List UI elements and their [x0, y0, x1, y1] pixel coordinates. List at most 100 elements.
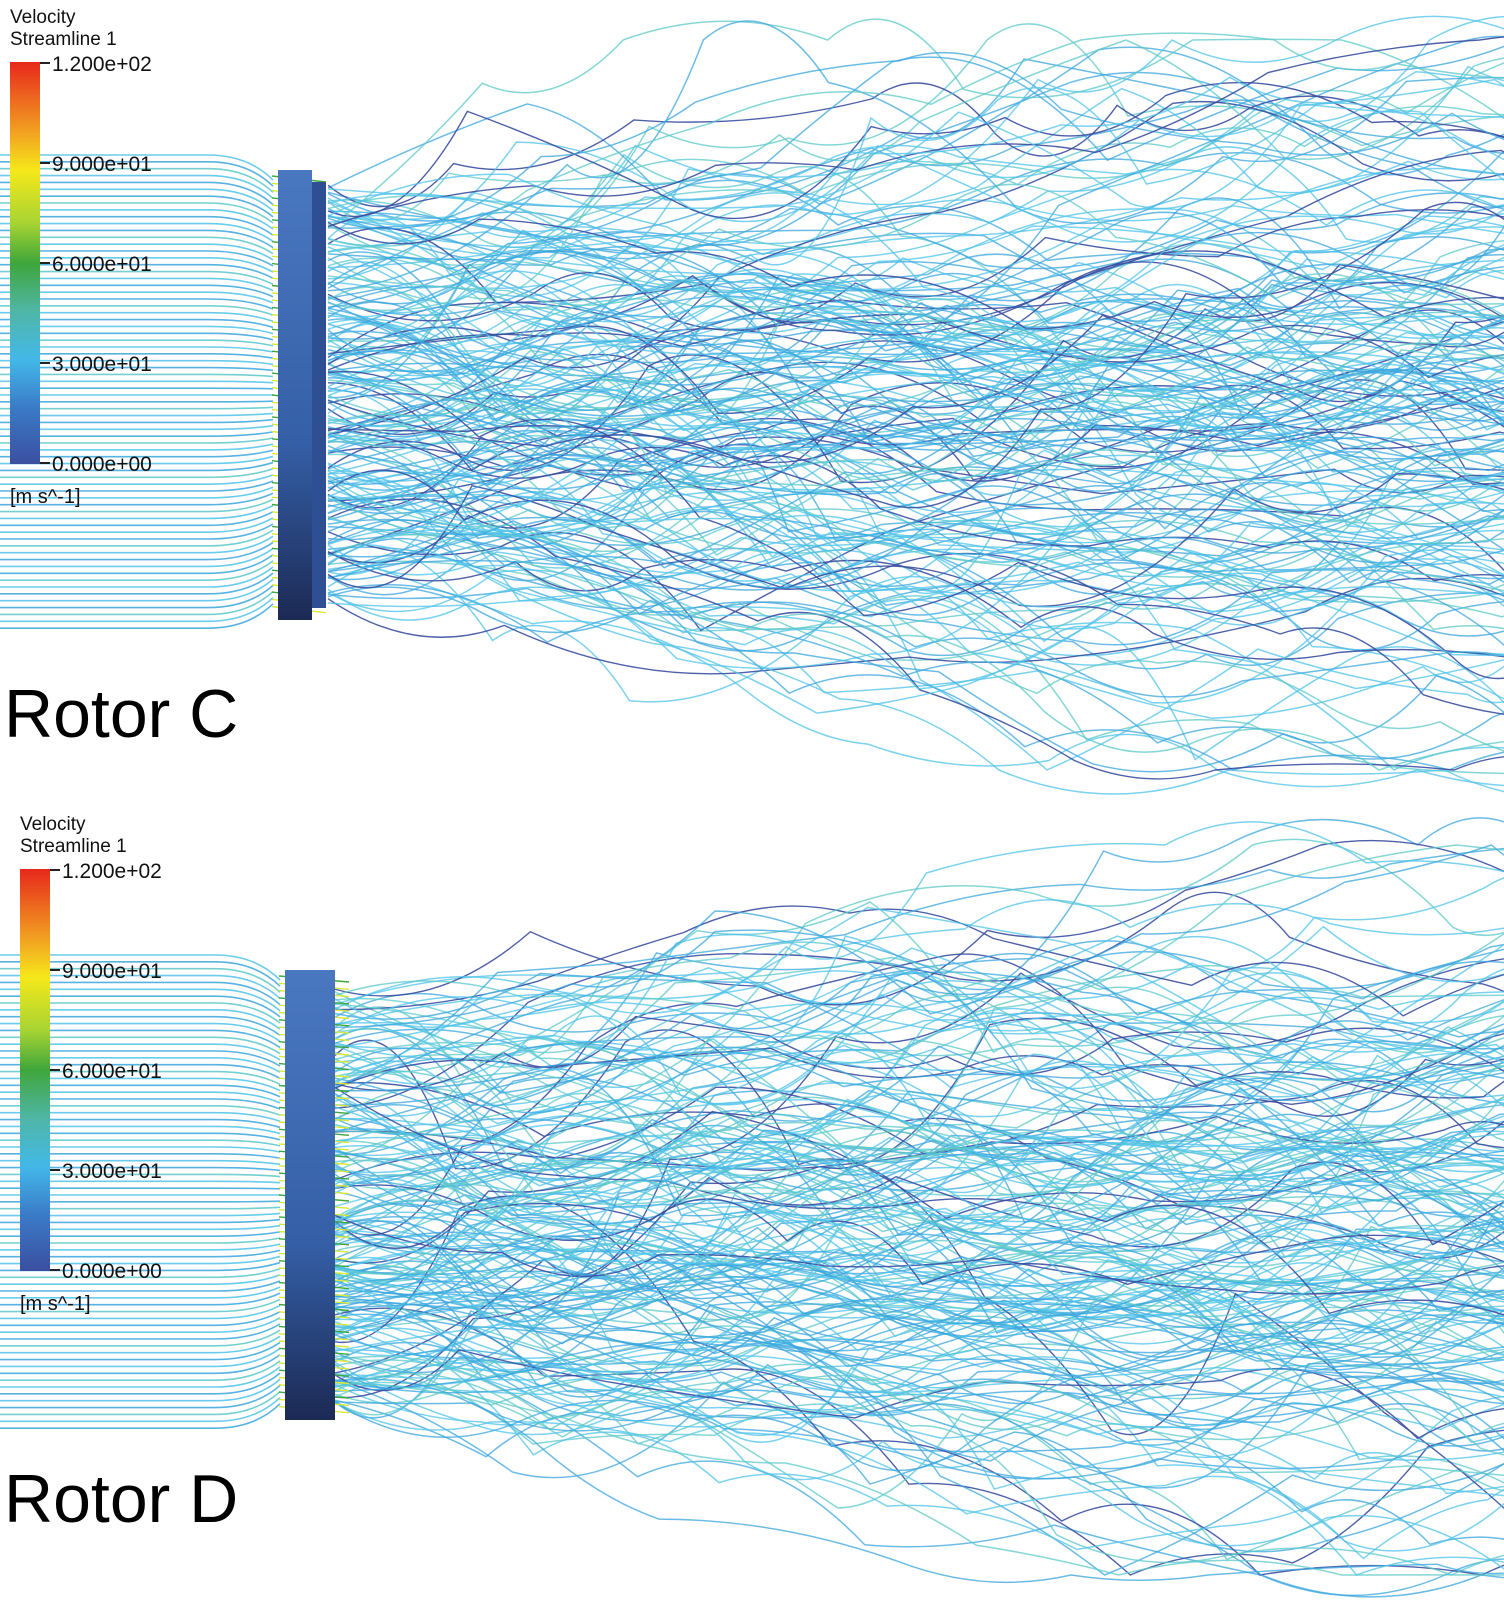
streamline — [327, 81, 1504, 220]
streamline — [0, 1378, 281, 1402]
streamline — [327, 414, 1504, 594]
streamline — [327, 370, 1504, 551]
streamline — [0, 511, 274, 527]
streamline — [334, 905, 1504, 1017]
streamline — [0, 1280, 281, 1292]
streamline — [327, 414, 1504, 469]
streamline — [0, 1180, 281, 1184]
legend-unit: [m s^-1] — [10, 486, 81, 508]
streamline — [0, 418, 274, 424]
streamline — [0, 366, 274, 372]
rotor-label: Rotor D — [4, 1461, 239, 1537]
streamline — [327, 301, 1504, 539]
streamline — [0, 492, 274, 506]
color-scale-bar — [20, 869, 50, 1271]
streamline — [327, 546, 1504, 652]
streamline — [327, 103, 1504, 210]
streamline — [327, 508, 1504, 592]
streamline — [334, 935, 1504, 1038]
streamline — [0, 181, 274, 206]
streamline — [327, 227, 1504, 326]
streamline — [0, 1063, 281, 1079]
streamline — [334, 943, 1504, 1033]
streamline — [0, 1372, 281, 1395]
streamline — [327, 249, 1504, 462]
panel-rotor-c: Velocity Streamline 1 1.200e+02 9.000e+0… — [0, 0, 1504, 804]
streamline — [334, 1129, 1504, 1358]
legend-tick — [40, 162, 50, 164]
streamline — [0, 1132, 281, 1141]
rotor-disc — [285, 970, 335, 1420]
streamline — [0, 988, 281, 1012]
legend-tick — [40, 62, 50, 64]
streamline — [334, 1115, 1504, 1181]
streamline — [327, 201, 1504, 509]
streamline — [0, 1347, 281, 1368]
streamline — [0, 1118, 281, 1129]
streamline — [0, 188, 274, 212]
streamline — [0, 174, 274, 200]
streamline — [327, 482, 1504, 608]
legend-tick — [50, 969, 60, 971]
streamline — [334, 1090, 1504, 1217]
streamline — [334, 891, 1504, 1109]
streamline — [327, 221, 1504, 318]
streamline — [0, 373, 274, 378]
streamline — [334, 1082, 1504, 1260]
streamline — [334, 1254, 1504, 1365]
streamline — [0, 1255, 281, 1265]
legend-tick — [40, 262, 50, 264]
streamline — [334, 965, 1504, 1161]
streamline — [0, 578, 274, 602]
legend-variable: Velocity — [10, 7, 76, 28]
streamline — [0, 541, 274, 561]
streamline — [334, 1000, 1504, 1174]
streamline — [0, 1070, 281, 1086]
streamline — [327, 472, 1504, 795]
streamline — [327, 275, 1504, 373]
streamline — [327, 246, 1504, 428]
streamline — [327, 560, 1504, 632]
streamline — [0, 1159, 281, 1166]
streamlines-rotor-d — [0, 817, 1504, 1598]
streamline — [327, 256, 1504, 522]
streamline — [0, 504, 274, 520]
streamline — [327, 550, 1504, 661]
streamline — [327, 544, 1504, 703]
streamline — [0, 161, 274, 187]
streamline — [334, 948, 1504, 1135]
streamline — [327, 298, 1504, 454]
streamline — [327, 192, 1504, 404]
streamline — [334, 1380, 1504, 1552]
streamline — [327, 347, 1504, 440]
streamline — [327, 525, 1504, 670]
streamline — [327, 23, 1504, 249]
legend-rotor-c: Velocity Streamline 1 1.200e+02 9.000e+0… — [10, 6, 270, 526]
streamline — [327, 555, 1504, 714]
streamline — [0, 449, 274, 458]
streamline — [0, 250, 274, 267]
streamline — [327, 248, 1504, 423]
streamline — [334, 844, 1504, 1099]
streamline — [334, 1380, 1504, 1546]
streamline — [0, 257, 274, 273]
streamline — [0, 467, 274, 479]
legend-tick-label: 3.000e+01 — [52, 353, 152, 376]
streamline — [327, 70, 1504, 243]
streamline — [327, 289, 1504, 569]
streamline — [334, 1029, 1504, 1510]
streamline — [327, 384, 1504, 657]
streamline — [327, 15, 1504, 328]
streamline — [327, 257, 1504, 470]
streamline — [327, 477, 1504, 598]
streamline — [334, 1076, 1504, 1308]
streamline — [0, 547, 274, 568]
streamline — [0, 535, 274, 554]
streamline — [334, 1015, 1504, 1092]
streamline — [0, 1384, 281, 1409]
legend-subtitle: Streamline 1 — [20, 836, 127, 857]
streamline — [327, 494, 1504, 608]
streamline — [334, 940, 1504, 1049]
streamline — [0, 1077, 281, 1092]
streamline — [0, 529, 274, 547]
